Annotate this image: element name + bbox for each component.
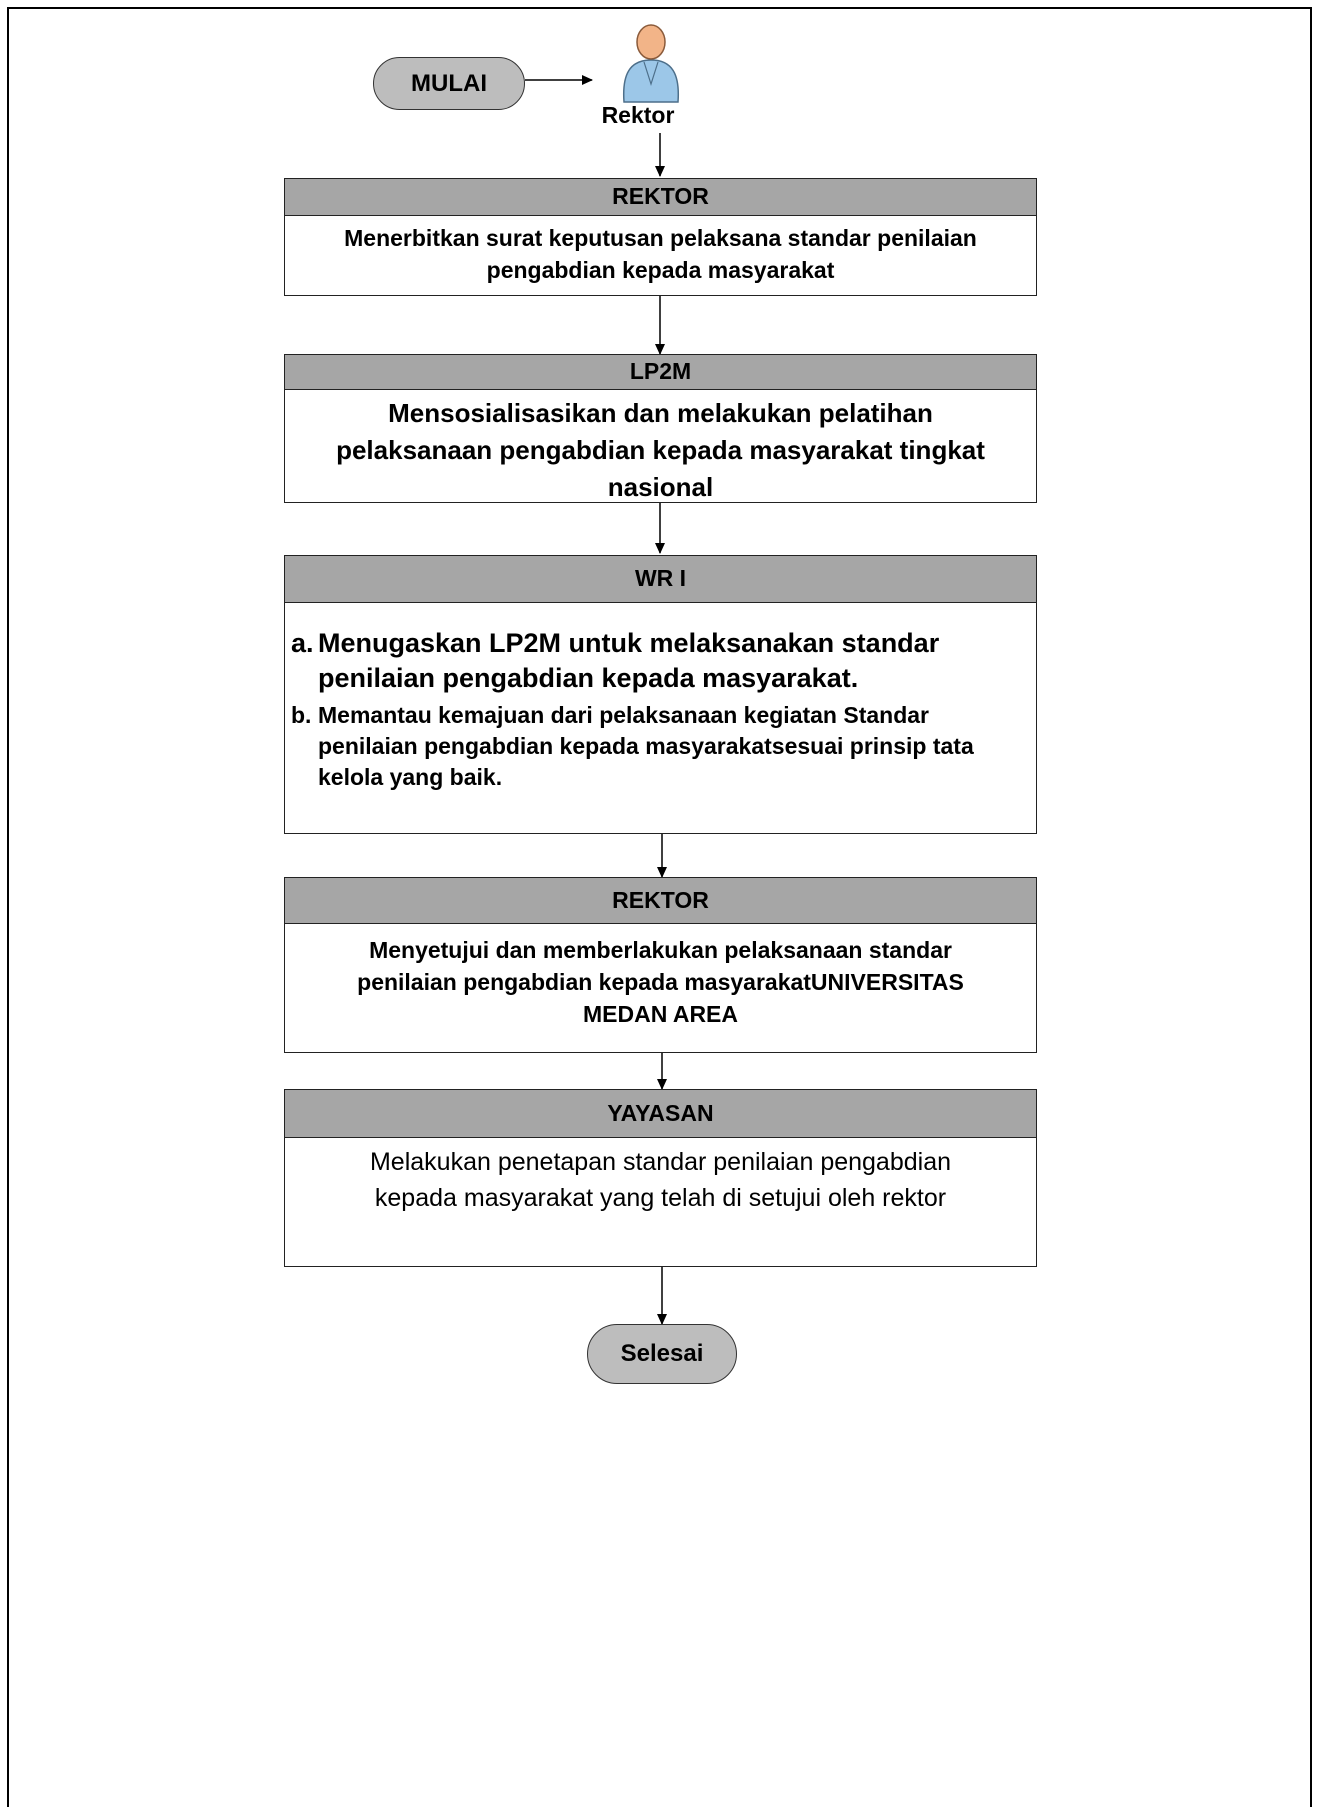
person-icon <box>622 24 680 103</box>
list-item: b. Memantau kemajuan dari pelaksanaan ke… <box>285 700 1036 793</box>
step-header: REKTOR <box>285 179 1036 216</box>
step-rektor-approval: REKTOR Menyetujui dan memberlakukan pela… <box>284 877 1037 1053</box>
step-task-list: a. Menugaskan LP2M untuk melaksanakan st… <box>285 603 1036 793</box>
step-text: Melakukan penetapan standar penilaian pe… <box>369 1148 952 1212</box>
step-header: REKTOR <box>285 878 1036 924</box>
list-marker: a. <box>291 628 314 658</box>
step-wr1-assignment: WR I a. Menugaskan LP2M untuk melaksanak… <box>284 555 1037 834</box>
step-header: YAYASAN <box>285 1090 1036 1138</box>
list-item-text: Menugaskan LP2M untuk melaksanakan stand… <box>318 628 940 693</box>
list-item-text: Memantau kemajuan dari pelaksanaan kegia… <box>318 702 974 790</box>
start-terminal: MULAI <box>373 57 525 110</box>
start-label: MULAI <box>411 69 487 97</box>
step-header: WR I <box>285 556 1036 603</box>
end-label: Selesai <box>620 1340 704 1367</box>
step-yayasan-determination: YAYASAN Melakukan penetapan standar peni… <box>284 1089 1037 1267</box>
step-text: Menerbitkan surat keputusan pelaksana st… <box>344 225 977 283</box>
step-lp2m-socialization: LP2M Mensosialisasikan dan melakukan pel… <box>284 354 1037 503</box>
page-frame <box>7 7 1312 1807</box>
step-rektor-decree: REKTOR Menerbitkan surat keputusan pelak… <box>284 178 1037 296</box>
end-terminal: Selesai <box>587 1324 737 1384</box>
step-text: Mensosialisasikan dan melakukan pelatiha… <box>336 398 985 502</box>
step-header: LP2M <box>285 355 1036 390</box>
list-item: a. Menugaskan LP2M untuk melaksanakan st… <box>285 626 1036 696</box>
step-text: Menyetujui dan memberlakukan pelaksanaan… <box>357 937 964 1027</box>
actor-label: Rektor <box>601 102 675 128</box>
list-marker: b. <box>291 702 312 728</box>
